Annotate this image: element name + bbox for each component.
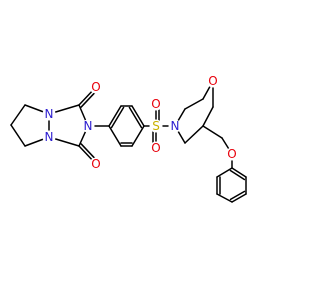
atom-label-o-carbonyl-top: O bbox=[91, 80, 100, 94]
bond-aromatic bbox=[231, 193, 247, 203]
atom-label-o-carbonyl-bottom: O bbox=[91, 157, 100, 171]
bond-aromatic bbox=[216, 167, 233, 178]
bond-aromatic bbox=[108, 125, 122, 147]
bond-ring bbox=[202, 106, 214, 127]
bond-aromatic bbox=[110, 106, 125, 129]
bond-aromatic bbox=[131, 125, 145, 147]
bond-aromatic bbox=[216, 193, 233, 203]
atom-label-n-ring-bottom: N bbox=[45, 130, 54, 144]
bond-ring bbox=[10, 124, 26, 147]
atom-label-n-imide: N bbox=[84, 119, 93, 133]
bond-aromatic bbox=[229, 169, 246, 181]
bond-ring bbox=[10, 104, 26, 126]
label-bg bbox=[89, 157, 103, 171]
atom-label-o-morpholine: O bbox=[208, 74, 217, 88]
label-bg bbox=[81, 119, 95, 133]
atom-label-n-ring-top: N bbox=[45, 107, 54, 121]
bond-ring bbox=[184, 125, 204, 144]
atom-label-o-sulfonyl-bottom: O bbox=[151, 141, 160, 155]
bond-ring bbox=[184, 98, 204, 110]
bond-chain bbox=[202, 125, 223, 139]
atom-label-s-sulfonyl: S bbox=[152, 119, 160, 133]
atom-label-o-sulfonyl-top: O bbox=[151, 97, 160, 111]
label-bg bbox=[149, 119, 163, 133]
atom-label-o-ether: O bbox=[227, 147, 236, 161]
bond-aromatic bbox=[131, 105, 145, 127]
bond-aromatic bbox=[128, 106, 143, 129]
label-bg bbox=[149, 97, 163, 111]
molecule-diagram: O O N N N S O O N O O bbox=[10, 74, 247, 203]
bond-aromatic bbox=[231, 167, 247, 178]
atom-label-layer: O O N N N S O O N O O bbox=[42, 74, 239, 171]
bond-aromatic bbox=[108, 105, 122, 127]
label-bg bbox=[89, 80, 103, 94]
label-bg bbox=[206, 74, 220, 88]
label-bg bbox=[42, 130, 56, 144]
label-bg bbox=[168, 119, 182, 133]
label-bg bbox=[42, 107, 56, 121]
bond-aromatic bbox=[229, 190, 246, 201]
label-bg bbox=[149, 141, 163, 155]
label-bg bbox=[225, 147, 239, 161]
atom-label-n-morpholine: N bbox=[171, 119, 180, 133]
